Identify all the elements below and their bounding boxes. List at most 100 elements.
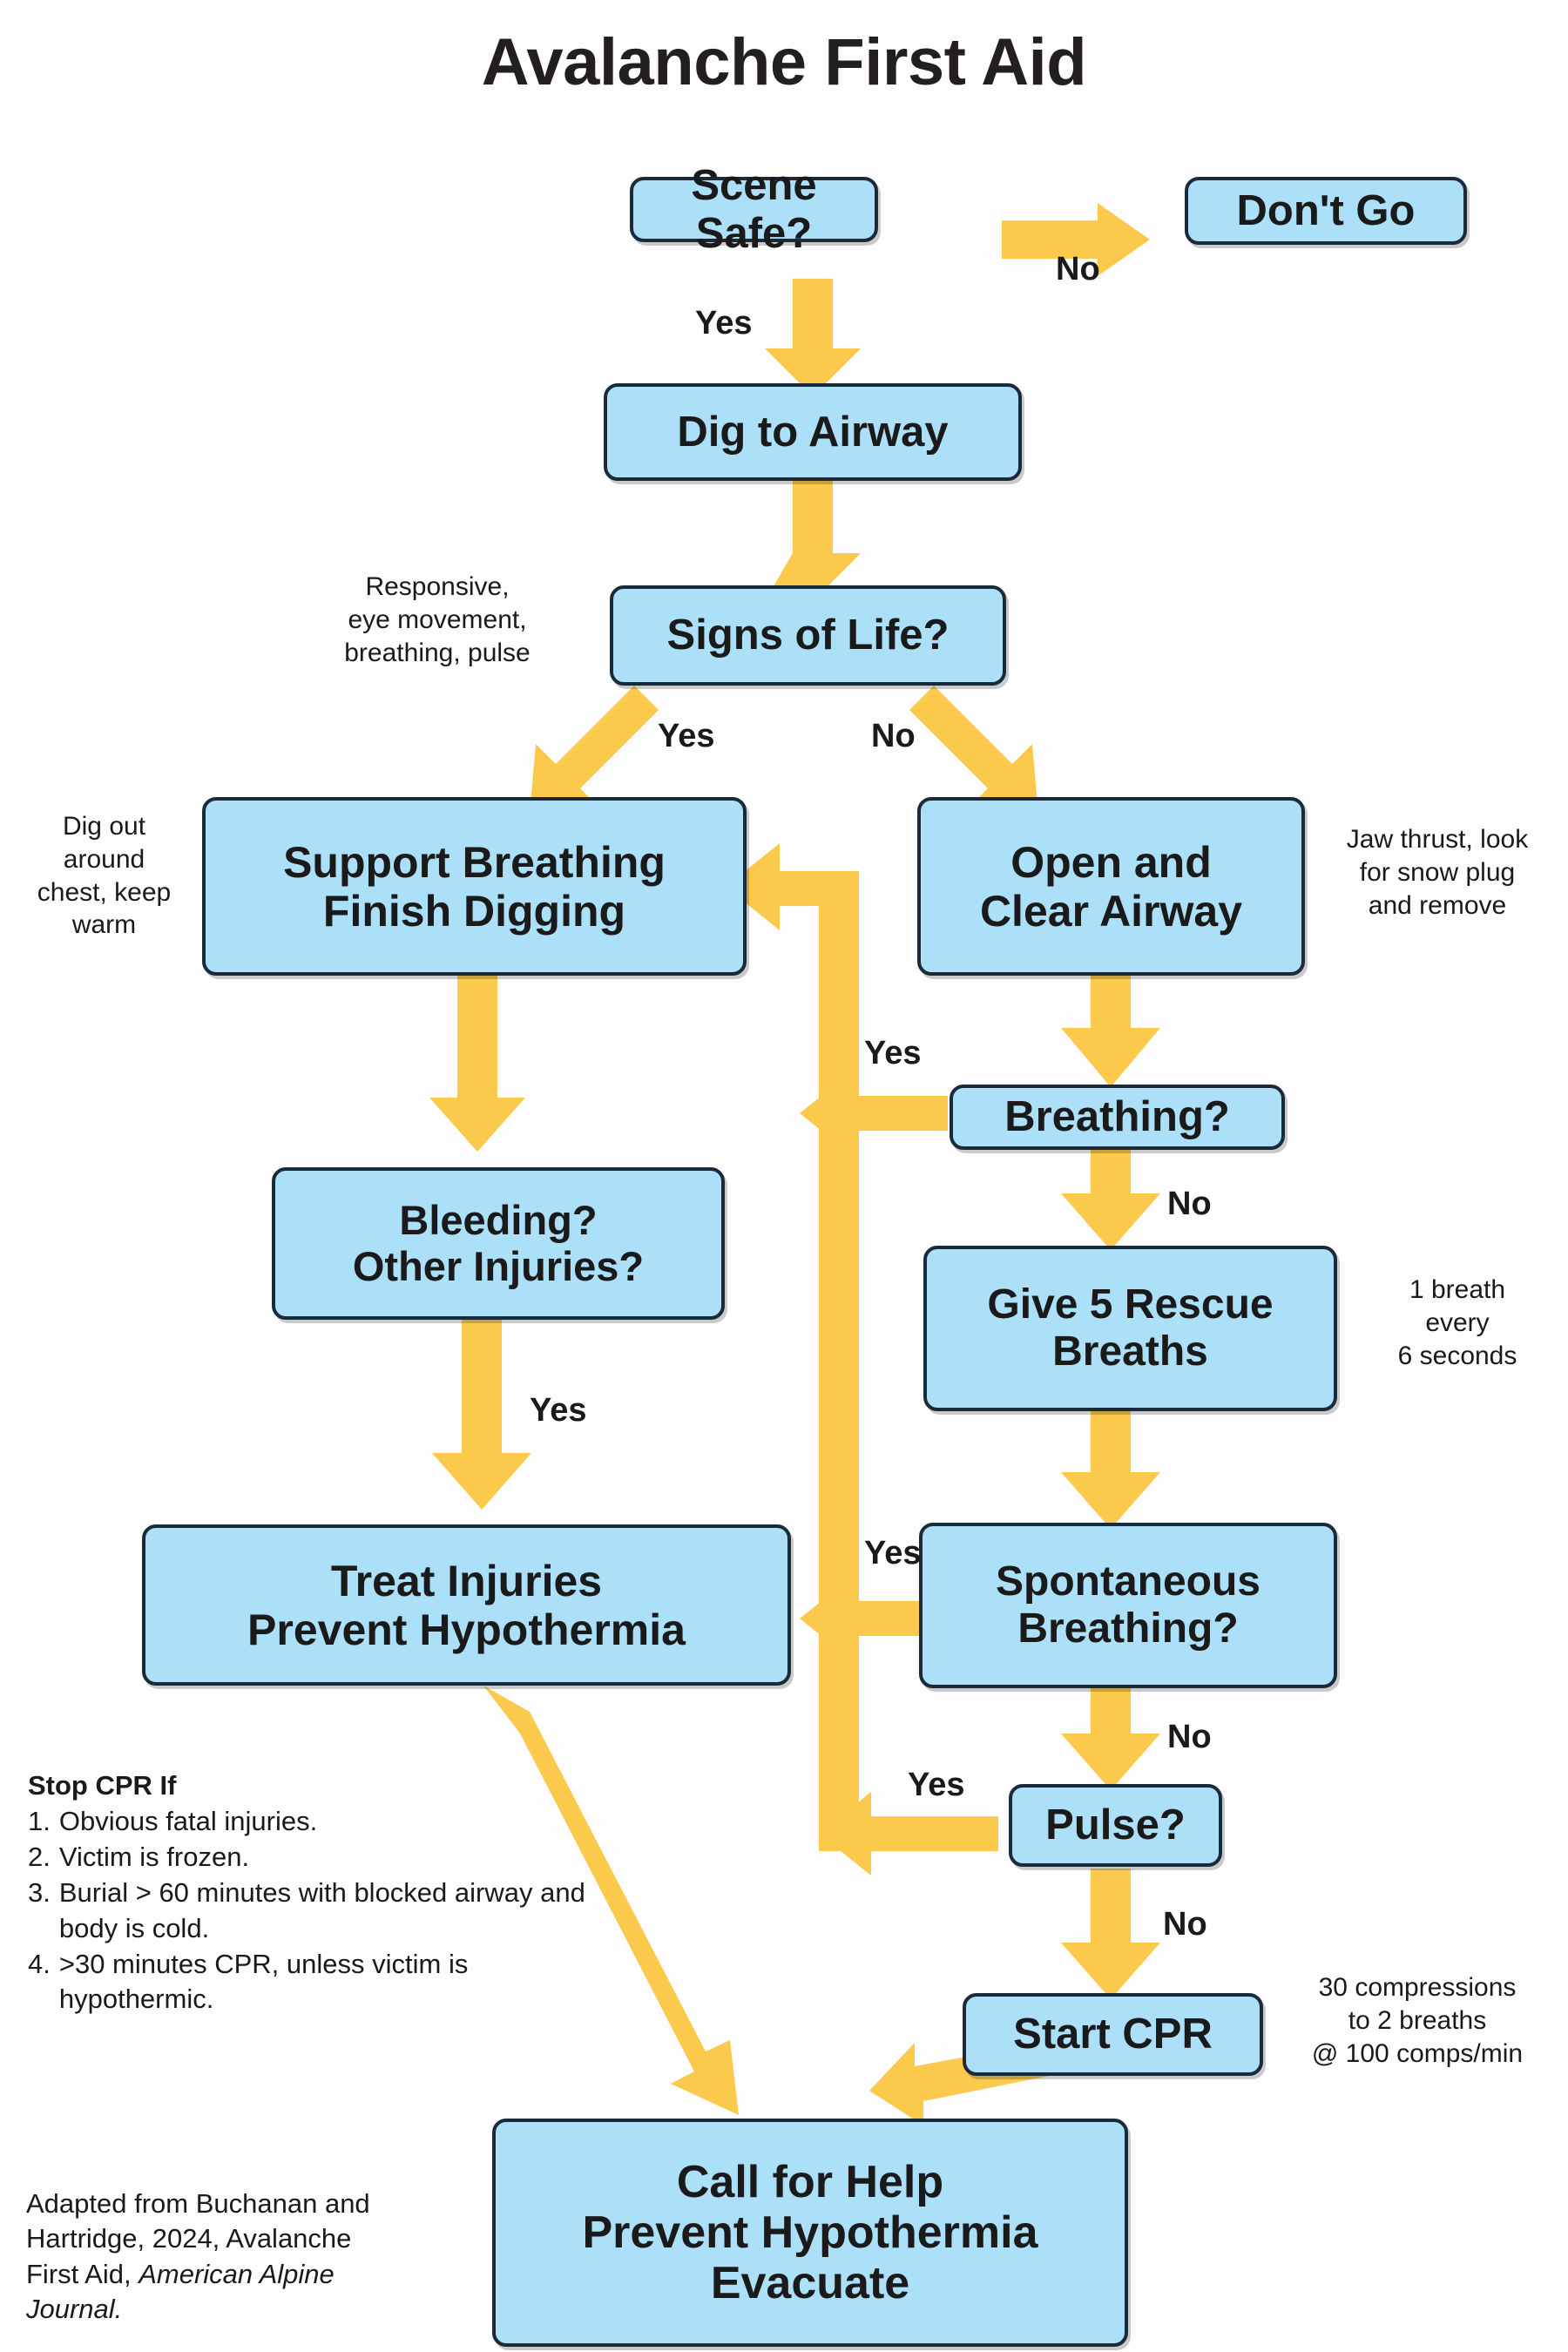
note-start-cpr-line1: 30 compressions bbox=[1318, 1973, 1517, 2002]
node-dig-to-airway-label: Dig to Airway bbox=[677, 408, 949, 456]
edge-label-pulse-no: No bbox=[1163, 1906, 1207, 1943]
node-call-for-help-line1: Call for Help bbox=[676, 2156, 944, 2207]
node-dont-go[interactable]: Don't Go bbox=[1185, 177, 1467, 245]
node-start-cpr-label: Start CPR bbox=[1013, 2011, 1213, 2058]
edge-label-signs-yes: Yes bbox=[658, 718, 715, 754]
node-treat-injuries[interactable]: Treat Injuries Prevent Hypothermia bbox=[142, 1524, 791, 1686]
node-support-breathing-line2: Finish Digging bbox=[322, 886, 626, 936]
note-give-5-rescue-breaths-line1: 1 breath bbox=[1409, 1275, 1506, 1304]
node-signs-of-life[interactable]: Signs of Life? bbox=[610, 585, 1006, 686]
node-call-for-help-line2: Prevent Hypothermia bbox=[582, 2207, 1038, 2258]
node-dont-go-label: Don't Go bbox=[1236, 186, 1416, 234]
note-support-breathing-line4: warm bbox=[71, 910, 137, 940]
node-scene-safe-label: Scene Safe? bbox=[691, 161, 817, 257]
node-bleeding-line1: Bleeding? bbox=[399, 1196, 598, 1243]
note-support-breathing: Dig out around chest, keep warm bbox=[19, 810, 189, 942]
node-breathing-label: Breathing? bbox=[1004, 1093, 1230, 1141]
note-open-clear-airway-line3: and remove bbox=[1368, 890, 1507, 920]
edge-label-spontaneous-no: No bbox=[1167, 1719, 1212, 1755]
stop-cpr-item-number: 1. bbox=[28, 1805, 51, 1836]
arrow-breaths-to-spontaneous bbox=[1061, 1411, 1160, 1529]
node-scene-safe[interactable]: Scene Safe? bbox=[630, 162, 878, 257]
credit-line-4: Journal. bbox=[26, 2293, 123, 2324]
note-signs-of-life: Responsive, eye movement, breathing, pul… bbox=[307, 571, 568, 669]
credit-block: Adapted from Buchanan and Hartridge, 202… bbox=[26, 2186, 479, 2327]
node-spontaneous-breathing-line2: Breathing? bbox=[1017, 1605, 1239, 1652]
node-pulse-label: Pulse? bbox=[1045, 1801, 1186, 1849]
node-dig-to-airway[interactable]: Dig to Airway bbox=[604, 383, 1022, 481]
stop-cpr-item-number: 3. bbox=[28, 1876, 51, 1908]
arrow-breathing-to-breaths bbox=[1061, 1146, 1160, 1250]
note-open-clear-airway-line2: for snow plug bbox=[1359, 857, 1516, 887]
edge-label-breathing-yes: Yes bbox=[864, 1035, 922, 1071]
arrow-airway-to-breathing bbox=[1061, 976, 1160, 1087]
node-spontaneous-breathing-line1: Spontaneous bbox=[995, 1558, 1260, 1605]
node-open-clear-airway-line2: Clear Airway bbox=[979, 886, 1243, 936]
node-call-for-help-line3: Evacuate bbox=[710, 2258, 910, 2309]
edge-label-pulse-yes: Yes bbox=[908, 1767, 965, 1803]
arrow-spontaneous-to-pulse bbox=[1061, 1680, 1160, 1790]
edge-label-scene-safe-yes: Yes bbox=[695, 305, 753, 341]
arrow-breathing-yes-left bbox=[800, 1071, 948, 1155]
note-start-cpr-line2: to 2 breaths bbox=[1348, 2005, 1487, 2035]
stop-cpr-item-number: 2. bbox=[28, 1841, 51, 1872]
node-spontaneous-breathing[interactable]: Spontaneous Breathing? bbox=[919, 1523, 1337, 1688]
note-give-5-rescue-breaths: 1 breath every 6 seconds bbox=[1357, 1274, 1558, 1372]
node-support-breathing[interactable]: Support Breathing Finish Digging bbox=[202, 797, 747, 976]
stop-cpr-item-number: 4. bbox=[28, 1948, 51, 1979]
stop-cpr-item-text: Victim is frozen. bbox=[58, 1841, 250, 1872]
credit-line-3: First Aid, American Alpine bbox=[26, 2257, 479, 2292]
node-call-for-help[interactable]: Call for Help Prevent Hypothermia Evacua… bbox=[492, 2119, 1128, 2347]
note-support-breathing-line1: Dig out bbox=[62, 812, 146, 841]
stop-cpr-item: 3. Burial > 60 minutes with blocked airw… bbox=[28, 1876, 594, 1947]
page-title: Avalanche First Aid bbox=[481, 25, 1087, 99]
node-start-cpr[interactable]: Start CPR bbox=[963, 1993, 1263, 2076]
node-give-5-rescue-breaths[interactable]: Give 5 Rescue Breaths bbox=[923, 1246, 1337, 1411]
credit-line-3-italic: American Alpine bbox=[139, 2258, 335, 2289]
note-support-breathing-line3: chest, keep bbox=[37, 877, 172, 907]
stop-cpr-item-text: >30 minutes CPR, unless victim is hypoth… bbox=[58, 1948, 469, 2015]
edge-label-scene-safe-no: No bbox=[1056, 251, 1100, 287]
arrow-bleeding-to-treat bbox=[432, 1317, 531, 1510]
note-support-breathing-line2: around bbox=[63, 844, 145, 874]
arrow-pulse-to-cpr bbox=[1061, 1869, 1160, 1999]
arrow-signs-no-to-airway bbox=[909, 681, 1038, 814]
node-treat-injuries-line2: Prevent Hypothermia bbox=[247, 1605, 686, 1654]
node-give-5-rescue-breaths-line2: Breaths bbox=[1052, 1328, 1208, 1375]
note-signs-of-life-line1: Responsive, bbox=[365, 572, 510, 601]
arrow-support-to-bleeding bbox=[429, 974, 525, 1152]
stop-cpr-list: 1. Obvious fatal injuries. 2. Victim is … bbox=[28, 1804, 594, 2017]
note-start-cpr-line3: @ 100 comps/min bbox=[1311, 2038, 1524, 2068]
note-start-cpr: 30 compressions to 2 breaths @ 100 comps… bbox=[1274, 1971, 1561, 2070]
node-open-clear-airway[interactable]: Open and Clear Airway bbox=[917, 797, 1305, 976]
stop-cpr-item: 1. Obvious fatal injuries. bbox=[28, 1804, 594, 1840]
stop-cpr-item-text: Burial > 60 minutes with blocked airway … bbox=[58, 1876, 585, 1943]
credit-line-2: Hartridge, 2024, Avalanche bbox=[26, 2223, 352, 2254]
stop-cpr-item-text: Obvious fatal injuries. bbox=[58, 1805, 318, 1836]
edge-label-breathing-no: No bbox=[1167, 1186, 1212, 1222]
edge-label-bleeding-yes: Yes bbox=[530, 1392, 587, 1429]
node-open-clear-airway-line1: Open and bbox=[1010, 837, 1212, 887]
note-signs-of-life-line2: eye movement, bbox=[348, 605, 527, 634]
arrow-signs-yes-to-support bbox=[530, 681, 659, 814]
edge-label-signs-no: No bbox=[871, 718, 916, 754]
arrow-scene-safe-to-dig bbox=[765, 279, 861, 396]
node-treat-injuries-line1: Treat Injuries bbox=[330, 1556, 603, 1605]
arrow-return-spine bbox=[819, 889, 859, 1851]
note-give-5-rescue-breaths-line3: 6 seconds bbox=[1397, 1341, 1517, 1370]
stop-cpr-item: 4. >30 minutes CPR, unless victim is hyp… bbox=[28, 1947, 594, 2018]
node-pulse[interactable]: Pulse? bbox=[1009, 1784, 1222, 1867]
stop-cpr-heading: Stop CPR If bbox=[28, 1770, 177, 1801]
stop-cpr-block: Stop CPR If 1. Obvious fatal injuries. 2… bbox=[28, 1768, 594, 2017]
stop-cpr-item: 2. Victim is frozen. bbox=[28, 1840, 594, 1876]
note-open-clear-airway: Jaw thrust, look for snow plug and remov… bbox=[1311, 823, 1564, 922]
arrow-pulse-yes-left bbox=[819, 1792, 998, 1876]
node-bleeding-other-injuries[interactable]: Bleeding? Other Injuries? bbox=[272, 1167, 725, 1320]
arrow-dig-to-signs bbox=[765, 481, 861, 601]
credit-line-3-plain: First Aid, bbox=[26, 2258, 139, 2289]
credit-line-1: Adapted from Buchanan and bbox=[26, 2188, 370, 2219]
edge-label-spontaneous-yes: Yes bbox=[864, 1535, 922, 1571]
node-signs-of-life-label: Signs of Life? bbox=[666, 612, 950, 659]
node-breathing[interactable]: Breathing? bbox=[950, 1085, 1285, 1150]
